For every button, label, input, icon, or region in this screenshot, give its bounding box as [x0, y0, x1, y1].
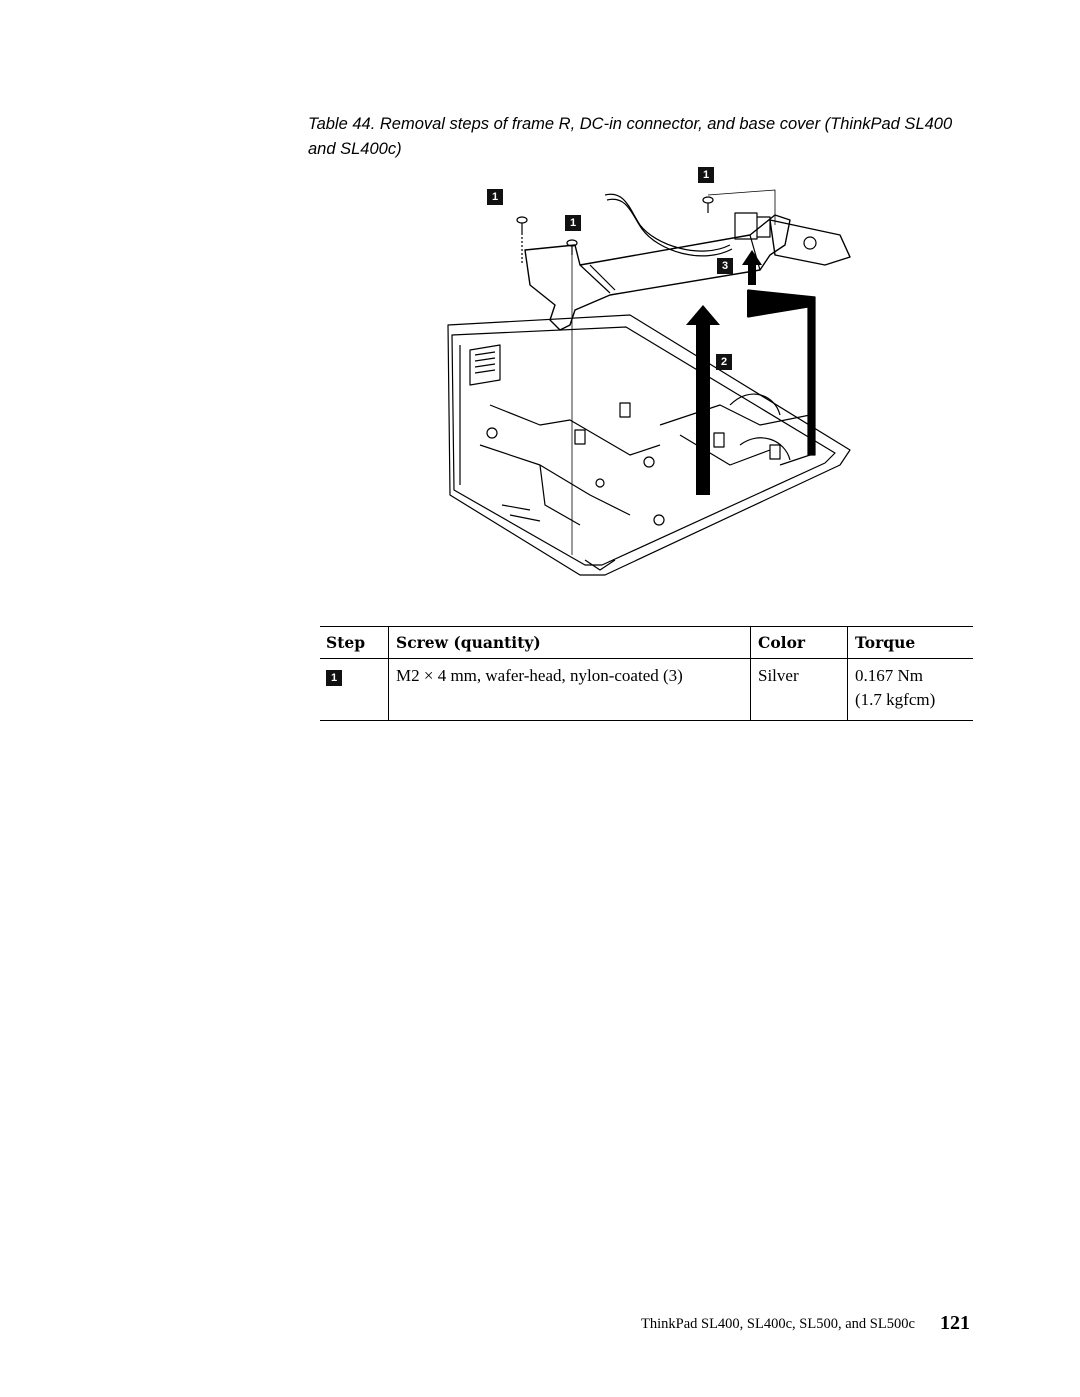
arrow-up-icon [742, 250, 762, 285]
screw-icon [702, 196, 714, 213]
torque-cell: 0.167 Nm (1.7 kgfcm) [847, 658, 973, 721]
step-callout-badge: 1 [326, 670, 342, 686]
column-header-screw: Screw (quantity) [388, 626, 751, 659]
screw-icon [516, 216, 528, 265]
table-header-row: Step Screw (quantity) Color Torque [320, 626, 973, 659]
torque-kgfcm: (1.7 kgfcm) [855, 690, 936, 709]
screw-icon [566, 239, 578, 555]
base-cover-drawing [447, 189, 851, 576]
column-header-step: Step [320, 626, 389, 659]
step-callout-badge: 1 [565, 215, 581, 231]
table-caption: Table 44. Removal steps of frame R, DC-i… [308, 115, 953, 158]
arrow-up-icon [686, 305, 720, 495]
step-callout-badge: 2 [716, 354, 732, 370]
page-number: 121 [940, 1312, 970, 1334]
column-header-torque: Torque [847, 626, 973, 659]
step-callout-badge: 3 [717, 258, 733, 274]
disassembly-illustration: 1 1 1 3 2 [430, 165, 870, 585]
step-callout-badge: 1 [698, 167, 714, 183]
screw-cell: M2 × 4 mm, wafer-head, nylon-coated (3) [388, 658, 751, 721]
table-row: 1 M2 × 4 mm, wafer-head, nylon-coated (3… [320, 658, 973, 721]
page-footer: ThinkPad SL400, SL400c, SL500, and SL500… [641, 1316, 915, 1332]
screw-table: Step Screw (quantity) Color Torque 1 M2 … [320, 626, 973, 721]
torque-nm: 0.167 Nm [855, 666, 923, 685]
step-cell: 1 [320, 658, 389, 721]
step-callout-badge: 1 [487, 189, 503, 205]
color-cell: Silver [750, 658, 848, 721]
column-header-color: Color [750, 626, 848, 659]
